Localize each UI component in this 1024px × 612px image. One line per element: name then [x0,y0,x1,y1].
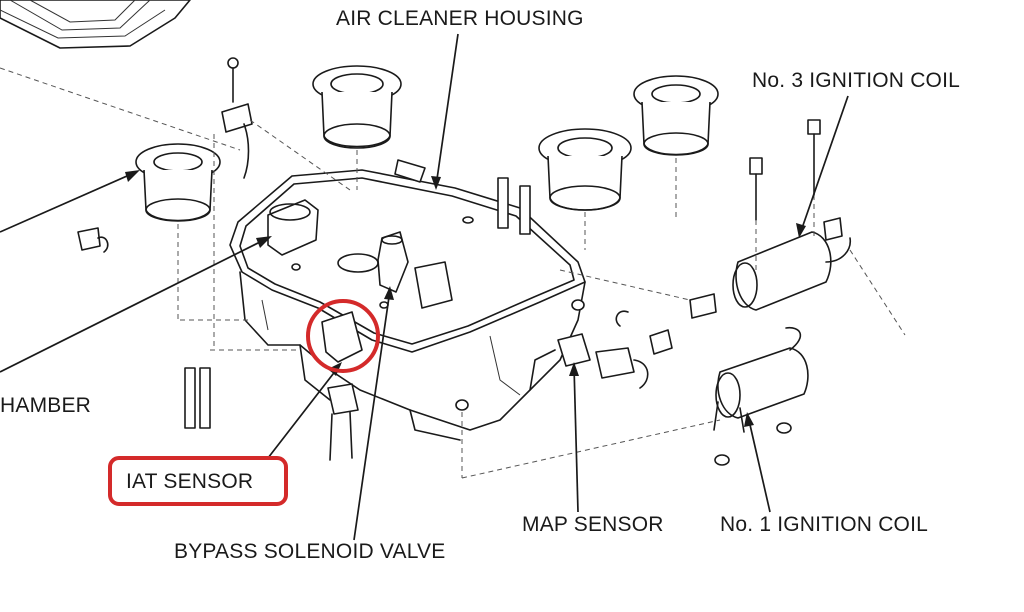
label-bypass-solenoid-valve: BYPASS SOLENOID VALVE [174,540,445,563]
velocity-stack-1 [312,65,402,149]
map-sensor-drawing [557,333,649,389]
label-no1-ignition-coil: No. 1 IGNITION COIL [720,513,928,536]
velocity-stack-2 [633,75,719,156]
label-no3-ignition-coil: No. 3 IGNITION COIL [752,69,960,92]
no1-ignition-coil-drawing [713,326,809,433]
velocity-stack-4 [135,143,221,222]
air-cleaner-element-drawing [0,0,191,49]
leader-lines [0,33,849,541]
iat-sensor-label-highlight-box [108,456,288,506]
iat-sensor-highlight-circle [306,299,380,373]
no3-ignition-coil-drawing [689,217,851,319]
iat-sensor-drawing [321,311,363,461]
label-iat-sensor: IAT SENSOR [126,470,253,493]
label-air-cleaner-housing: AIR CLEANER HOUSING [336,7,584,30]
velocity-stack-3 [538,128,632,211]
label-chamber-partial: HAMBER [0,394,91,417]
coil-connector-drawing [615,310,673,355]
hardware-drawing [77,57,821,466]
air-cleaner-housing-drawing [229,159,586,441]
assembly-guide-lines [0,67,906,479]
label-map-sensor: MAP SENSOR [522,513,664,536]
